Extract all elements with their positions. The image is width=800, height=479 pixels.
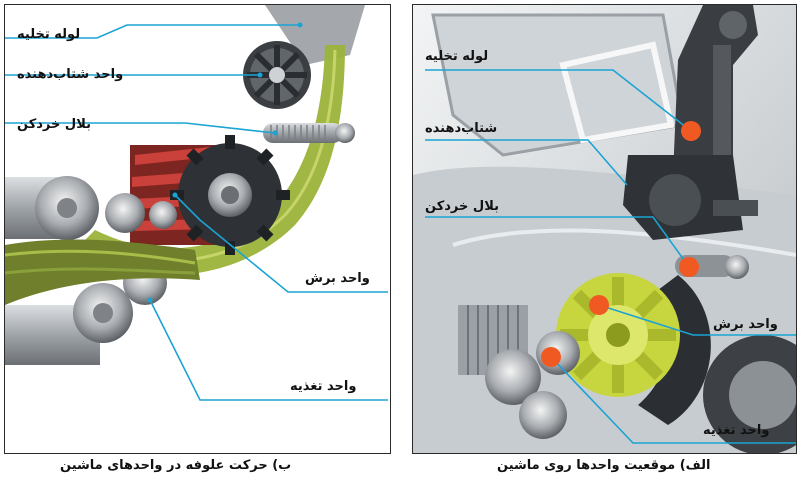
label-crop-processor-b: بلال خردکن [17,117,91,132]
label-discharge-chute-a: لوله تخلیه [425,49,489,64]
leader-lines-a [425,69,796,444]
label-feeding-unit-b: واحد تغذیه [290,379,357,394]
machine-illustration [413,5,796,453]
accelerator-housing [623,155,758,240]
caption-crop-flow: ب) حرکت علوفه در واحدهای ماشین [60,458,292,473]
caption-unit-positions: الف) موقعیت واحدها روی ماشین [497,458,711,473]
panel-unit-positions: لوله تخلیه شتاب‌دهنده بلال خردکن واحد بر… [412,4,797,454]
label-cutting-unit-a: واحد برش [713,317,778,332]
label-discharge-chute-b: لوله تخلیه [17,27,81,42]
label-feeding-unit-a: واحد تغذیه [703,423,770,438]
label-crop-processor-a: بلال خردکن [425,199,499,214]
unit-markers [541,121,701,367]
label-accelerator-b: واحد شتاب‌دهنده [17,67,124,82]
crop-flow-illustration [5,5,388,401]
cutting-drum-a [556,273,711,425]
label-cutting-unit-b: واحد برش [305,271,370,286]
feeding-rollers [5,176,194,365]
label-accelerator-a: شتاب‌دهنده [425,121,498,136]
cutting-drum [130,135,290,255]
accelerator-wheel [243,41,311,109]
panel-crop-flow: لوله تخلیه واحد شتاب‌دهنده بلال خردکن وا… [4,4,391,454]
leader-lines-b [5,24,388,401]
crop-stream [75,45,345,276]
